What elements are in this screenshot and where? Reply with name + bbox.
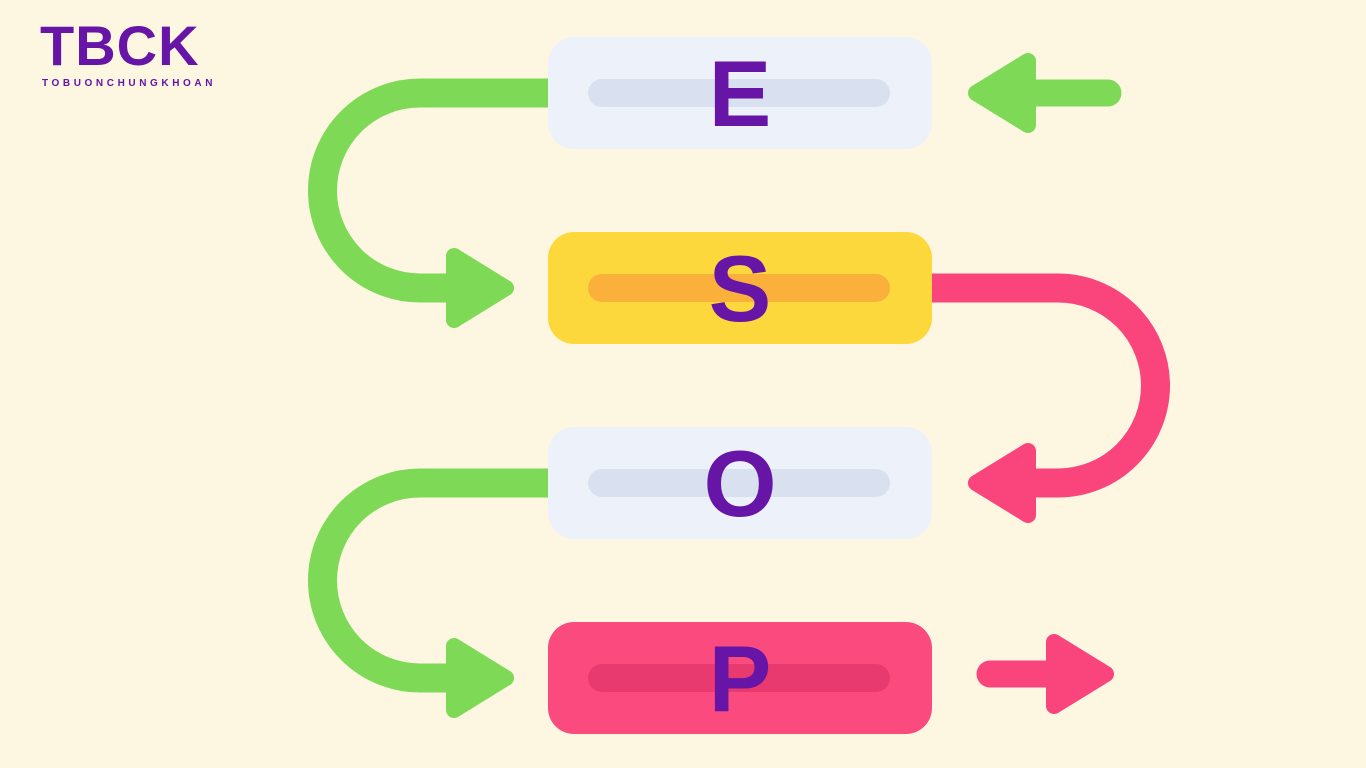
connector-s-to-o-head bbox=[968, 443, 1036, 523]
entry-arrow-head bbox=[968, 53, 1036, 133]
logo: TBCK TOBUONCHUNGKHOAN bbox=[40, 14, 217, 90]
step-letter-s: S bbox=[708, 236, 772, 341]
step-letter-o: O bbox=[703, 431, 777, 536]
step-pill-s bbox=[588, 274, 890, 302]
step-pill-o bbox=[588, 469, 890, 497]
arrow-left-icon bbox=[968, 53, 1122, 133]
step-pill-e bbox=[588, 79, 890, 107]
arrow-right-icon bbox=[976, 634, 1114, 714]
step-block-o: O bbox=[548, 427, 932, 539]
step-block-p: P bbox=[548, 622, 932, 734]
connector-s-to-o-shaft bbox=[917, 273, 1170, 498]
logo-tagline: TOBUONCHUNGKHOAN bbox=[42, 78, 217, 89]
logo-title: TBCK bbox=[40, 14, 200, 77]
curve-arrow-s-to-o-icon bbox=[917, 273, 1170, 523]
connector-o-to-p-shaft bbox=[308, 468, 565, 693]
connector-o-to-p-head bbox=[446, 638, 514, 718]
curve-arrow-e-to-s-icon bbox=[308, 78, 565, 328]
step-pill-p bbox=[588, 664, 890, 692]
step-block-s: S bbox=[548, 232, 932, 344]
step-block-e: E bbox=[548, 37, 932, 149]
exit-arrow-head bbox=[1046, 634, 1114, 714]
curve-arrow-o-to-p-icon bbox=[308, 468, 565, 718]
step-letter-p: P bbox=[708, 626, 772, 731]
connector-e-to-s-head bbox=[446, 248, 514, 328]
step-letter-e: E bbox=[708, 41, 772, 146]
connector-e-to-s-shaft bbox=[308, 78, 565, 303]
